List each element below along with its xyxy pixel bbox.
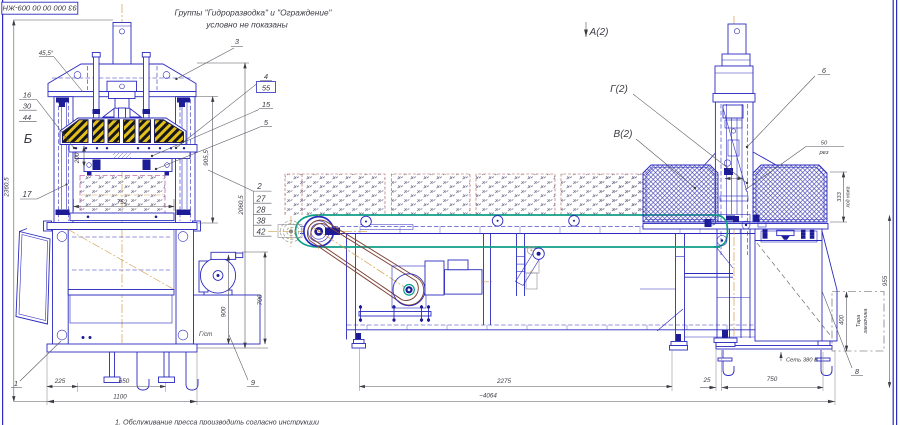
- svg-text:2275: 2275: [496, 378, 512, 385]
- svg-text:8: 8: [855, 367, 860, 376]
- svg-text:333: 333: [837, 191, 843, 201]
- svg-text:30: 30: [23, 102, 32, 111]
- svg-text:2360,5: 2360,5: [4, 177, 11, 198]
- svg-text:28: 28: [256, 206, 266, 215]
- svg-text:ход ножа: ход ножа: [846, 186, 852, 208]
- svg-text:27: 27: [256, 195, 266, 204]
- svg-text:16: 16: [23, 91, 32, 100]
- svg-text:2060,5: 2060,5: [238, 195, 245, 216]
- svg-text:44: 44: [23, 113, 31, 122]
- svg-text:1: 1: [14, 379, 18, 388]
- svg-text:750: 750: [767, 376, 778, 383]
- svg-text:5: 5: [264, 118, 269, 127]
- svg-text:В(2): В(2): [614, 129, 633, 140]
- svg-text:42: 42: [257, 228, 266, 237]
- svg-text:50: 50: [821, 141, 828, 147]
- svg-text:условно не показаны: условно не показаны: [205, 20, 287, 30]
- svg-text:15: 15: [262, 100, 271, 109]
- svg-text:6: 6: [822, 66, 827, 75]
- svg-text:200: 200: [74, 152, 81, 164]
- svg-text:4: 4: [264, 72, 268, 81]
- svg-text:1100: 1100: [113, 394, 127, 401]
- svg-text:заказчика: заказчика: [863, 309, 869, 335]
- svg-text:1. Обслуживание пресса произво: 1. Обслуживание пресса производить согла…: [115, 418, 319, 425]
- svg-text:900: 900: [221, 306, 228, 317]
- svg-text:рез: рез: [818, 150, 828, 156]
- svg-text:Группы "Гидроразводка" и "Огра: Группы "Гидроразводка" и "Ограждение": [174, 8, 332, 18]
- svg-text:700: 700: [257, 294, 264, 305]
- svg-text:905,5: 905,5: [203, 150, 210, 166]
- svg-text:Г/ст: Г/ст: [199, 331, 212, 338]
- svg-text:93 000 00 00 009-ЖН: 93 000 00 00 009-ЖН: [2, 3, 77, 12]
- svg-text:650: 650: [119, 378, 130, 385]
- svg-text:9: 9: [251, 378, 256, 387]
- svg-text:Б: Б: [24, 131, 33, 146]
- svg-text:~4064: ~4064: [479, 393, 497, 400]
- svg-text:225: 225: [54, 378, 66, 385]
- svg-text:2: 2: [256, 182, 262, 191]
- svg-text:38: 38: [257, 217, 266, 226]
- svg-text:752: 752: [117, 199, 128, 206]
- svg-text:3: 3: [235, 37, 240, 46]
- svg-text:17: 17: [23, 190, 32, 199]
- svg-text:955: 955: [882, 275, 889, 286]
- svg-text:Г(2): Г(2): [610, 84, 628, 95]
- svg-text:Сеть 380 В: Сеть 380 В: [786, 358, 818, 364]
- svg-text:400: 400: [840, 314, 846, 325]
- svg-text:А(2): А(2): [589, 27, 609, 38]
- svg-text:45,5°: 45,5°: [39, 50, 54, 57]
- svg-text:55: 55: [262, 84, 271, 93]
- svg-text:25: 25: [702, 377, 711, 384]
- svg-text:Тара: Тара: [856, 315, 862, 327]
